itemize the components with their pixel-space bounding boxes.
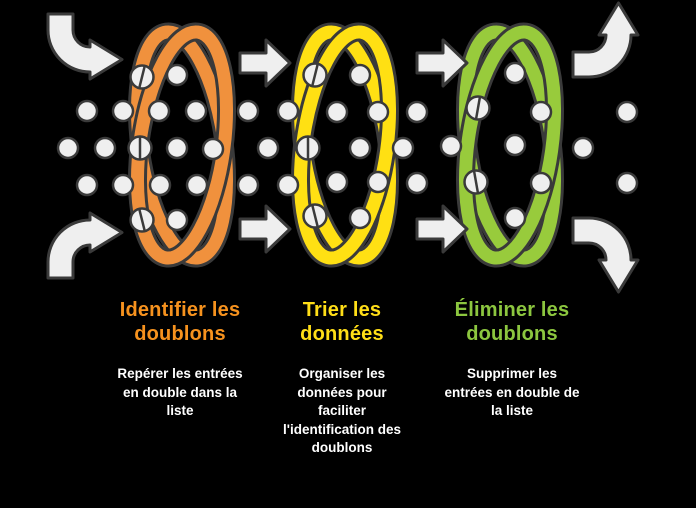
text-line: Supprimer les [466,366,558,381]
data-dot [348,206,372,230]
step-title: Éliminer les doublons [422,298,602,346]
data-dot [276,99,300,123]
data-dot [325,100,349,124]
rings-layer [127,22,565,268]
step-description: Repérer les entrées en double dans la li… [90,365,270,421]
outflow-arrow-bottom [571,216,640,294]
data-dot [366,100,390,124]
step1-to-step2-arrow-bottom [238,204,292,254]
highlighted-dot [463,169,489,195]
data-dot [615,100,639,124]
data-dot [439,134,463,158]
highlighted-dot [129,207,155,233]
data-dot [503,133,527,157]
data-dot [529,100,553,124]
step-column-eliminate: Éliminer les doublons Supprimer les entr… [422,298,602,421]
title-line: Éliminer les [454,299,570,321]
title-line: données [300,323,384,345]
step-description: Organiser les données pour faciliter l'i… [252,365,432,458]
text-line: Repérer les entrées [117,366,243,381]
highlighted-dot [465,95,491,121]
title-line: Trier les [302,299,382,321]
data-dot [236,173,260,197]
data-dot [75,173,99,197]
data-dot [348,136,372,160]
data-dot [405,100,429,124]
data-dot [571,136,595,160]
data-dot [165,208,189,232]
data-dot [366,170,390,194]
step-column-identify: Identifier les doublons Repérer les entr… [90,298,270,421]
data-dot [503,206,527,230]
text-line: la liste [490,403,534,419]
text-line: l'identification des [283,421,401,437]
data-dot [165,63,189,87]
text-line: en double dans la [122,384,238,400]
ring-eliminate [455,22,565,268]
data-dot [325,170,349,194]
title-line: doublons [134,323,226,345]
data-dot [503,61,527,85]
title-line: Identifier les [119,299,241,321]
data-dot [529,171,553,195]
step-column-sort: Trier les données Organiser les données … [252,298,432,458]
highlighted-dot [295,135,321,161]
data-dot [111,99,135,123]
text-line: liste [166,403,194,419]
data-dot [75,99,99,123]
highlighted-dot [302,62,328,88]
outflow-arrow-top [571,1,640,79]
data-dot [256,136,280,160]
data-dot [93,136,117,160]
text-line: entrées en double de [444,384,580,400]
data-dot [165,136,189,160]
text-line: données pour [297,384,387,400]
dots-layer [56,61,639,233]
data-dot [111,173,135,197]
data-dot [405,171,429,195]
data-dot [348,63,372,87]
highlighted-dot [302,203,328,229]
step-title: Trier les données [252,298,432,346]
text-line: faciliter [317,403,367,419]
step-description: Supprimer les entrées en double de la li… [422,365,602,421]
title-line: doublons [466,323,558,345]
data-dot [276,173,300,197]
text-line: doublons [311,440,373,456]
step-title: Identifier les doublons [90,298,270,346]
highlighted-dot [127,135,153,161]
text-line: Organiser les [298,366,386,381]
data-dot [56,136,80,160]
step1-to-step2-arrow-top [238,38,292,88]
data-dot [391,136,415,160]
highlighted-dot [129,64,155,90]
data-dot [236,99,260,123]
data-dot [185,173,209,197]
data-dot [184,99,208,123]
inflow-arrow-top [46,12,124,81]
data-dot [147,99,171,123]
data-dot [201,137,225,161]
data-dot [148,173,172,197]
inflow-arrow-bottom [46,211,124,280]
data-dot [615,171,639,195]
